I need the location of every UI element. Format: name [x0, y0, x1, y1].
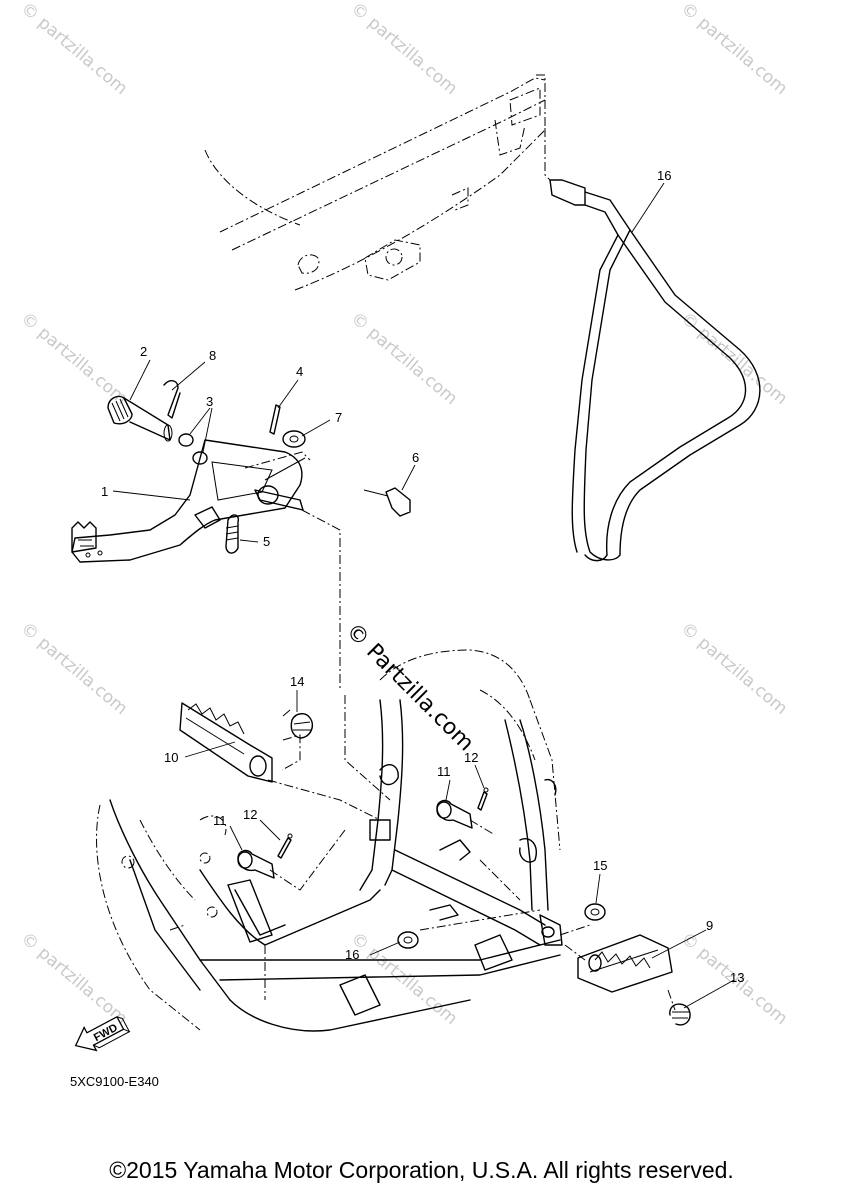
watermark: © partzilla.com — [677, 309, 791, 409]
o-ring-part-3[interactable] — [178, 433, 208, 465]
cotter-pin-part-12[interactable] — [277, 833, 293, 859]
leader-lines — [112, 182, 735, 1009]
callout-2: 2 — [140, 344, 147, 359]
bolt-part-11[interactable] — [237, 849, 275, 879]
callout-16: 15 — [593, 858, 607, 873]
part-code: 5XC9100-E340 — [70, 1074, 159, 1089]
pedal-shaft-part-2[interactable] — [107, 395, 173, 442]
clip-part-13[interactable] — [669, 1003, 691, 1026]
callout-9: 9 — [706, 918, 713, 933]
watermark: © partzilla.com — [677, 619, 791, 719]
callout-1: 1 — [101, 484, 108, 499]
watermark: © partzilla.com — [17, 929, 131, 1029]
lower-frame — [109, 699, 563, 1032]
callout-11: 11 — [437, 764, 451, 779]
footrest-spring-part-14[interactable] — [282, 709, 314, 739]
footrest-part-9[interactable] — [577, 934, 673, 993]
callout-16: 16 — [345, 947, 359, 962]
lower-frame-dashed — [96, 649, 561, 1031]
callout-6: 6 — [412, 450, 419, 465]
callout-4: 4 — [296, 364, 303, 379]
collar-part-16[interactable] — [397, 931, 419, 949]
cotter-pin-part-4[interactable] — [269, 404, 281, 435]
bolt-part-6[interactable] — [363, 487, 411, 517]
callout-12: 12 — [243, 807, 257, 822]
upper-frame — [204, 74, 551, 291]
callout-3: 3 — [206, 394, 213, 409]
washer-part-7[interactable] — [282, 430, 306, 448]
center-watermark: © Partzilla.com — [341, 619, 479, 757]
bolt-part-11[interactable] — [436, 799, 473, 829]
callout-13: 13 — [730, 970, 744, 985]
cotter-pin-part-12[interactable] — [477, 787, 489, 811]
collar-part-16[interactable] — [584, 903, 606, 921]
clip-part-8[interactable] — [163, 380, 181, 419]
watermark: © partzilla.com — [677, 0, 791, 99]
brake-pedal-part-1[interactable] — [71, 439, 306, 563]
assembly-lines — [244, 451, 676, 1011]
callout-15: 16 — [657, 168, 671, 183]
callout-10: 10 — [164, 750, 178, 765]
callout-8: 8 — [209, 348, 216, 363]
watermark: © partzilla.com — [17, 0, 131, 99]
callout-5: 5 — [263, 534, 270, 549]
callout-labels: 2 8 3 4 7 6 1 5 16 14 10 11 12 11 12 16 … — [101, 168, 744, 985]
callout-14: 14 — [290, 674, 304, 689]
watermark: © partzilla.com — [347, 309, 461, 409]
watermark: © partzilla.com — [347, 0, 461, 99]
watermark: © partzilla.com — [17, 309, 131, 409]
spring-part-5[interactable] — [225, 514, 240, 554]
fwd-label: FWD — [92, 1022, 120, 1044]
copyright-notice: ©2015 Yamaha Motor Corporation, U.S.A. A… — [109, 1157, 734, 1183]
callout-11: 11 — [213, 813, 227, 828]
watermark: © partzilla.com — [17, 619, 131, 719]
footrest-part-10[interactable] — [179, 702, 273, 783]
stand-part-15[interactable] — [549, 179, 761, 562]
callout-7: 7 — [335, 410, 342, 425]
callout-12: 12 — [464, 750, 478, 765]
